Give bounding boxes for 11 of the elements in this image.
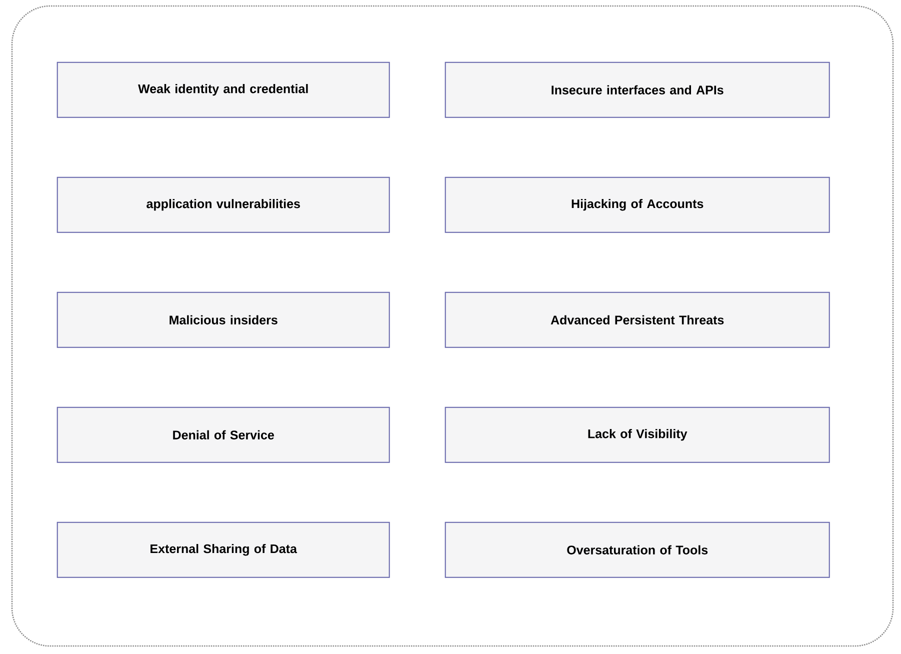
threat-box: External Sharing of Data bbox=[56, 522, 390, 578]
threat-box: Weak identity and credential bbox=[56, 62, 390, 118]
threat-box: Hijacking of Accounts bbox=[444, 176, 830, 233]
container-box bbox=[11, 5, 894, 647]
threat-box: Oversaturation of Tools bbox=[444, 522, 830, 578]
threat-box: application vulnerabilities bbox=[56, 176, 390, 233]
threat-box: Advanced Persistent Threats bbox=[444, 292, 830, 348]
threat-box: Denial of Service bbox=[56, 406, 390, 463]
threat-box: Malicious insiders bbox=[56, 292, 390, 348]
threat-box: Insecure interfaces and APIs bbox=[444, 62, 830, 118]
threat-box: Lack of Visibility bbox=[444, 406, 830, 463]
